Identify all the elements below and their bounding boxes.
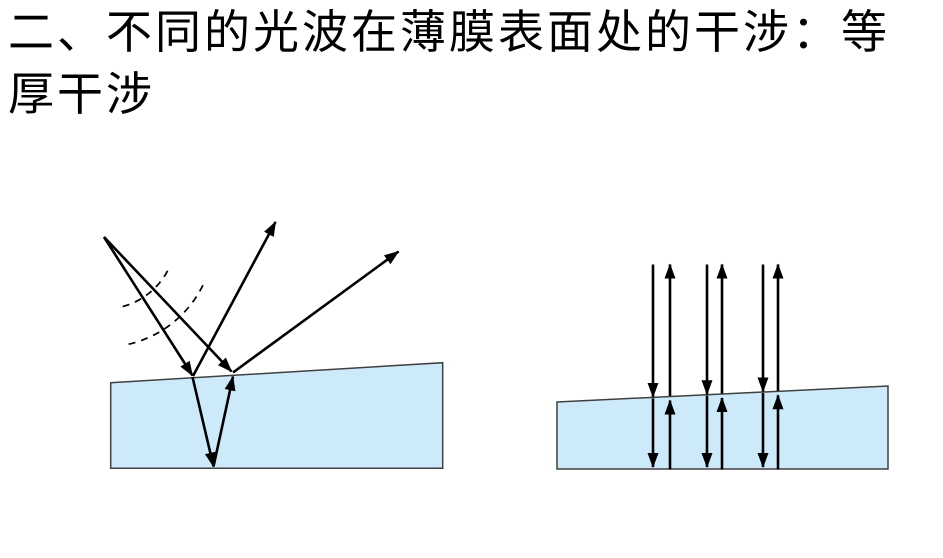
refracted-ray-up-arrow — [212, 375, 236, 467]
title-line-1: 二、不同的光波在薄膜表面处的干涉：等 — [8, 7, 890, 58]
diagrams-layer — [102, 221, 889, 470]
diagram-left-oblique-incidence — [102, 221, 444, 470]
slide-title: 二、不同的光波在薄膜表面处的干涉：等 厚干涉 — [8, 2, 938, 126]
refracted-ray-down-arrow — [191, 376, 216, 468]
incident-ray-1-arrow — [102, 236, 194, 377]
wavefront-arc-inner — [117, 270, 169, 309]
wavefront-arc-outer — [122, 284, 204, 347]
thin-film-wedge-left-oblique-incidence — [109, 361, 444, 470]
diagram-right-normal-incidence — [556, 263, 889, 470]
title-line-2: 厚干涉 — [8, 69, 155, 120]
reflected-ray-2-arrow — [232, 250, 400, 374]
incident-ray-2-arrow — [103, 236, 233, 373]
reflected-ray-1-arrow — [191, 221, 277, 377]
